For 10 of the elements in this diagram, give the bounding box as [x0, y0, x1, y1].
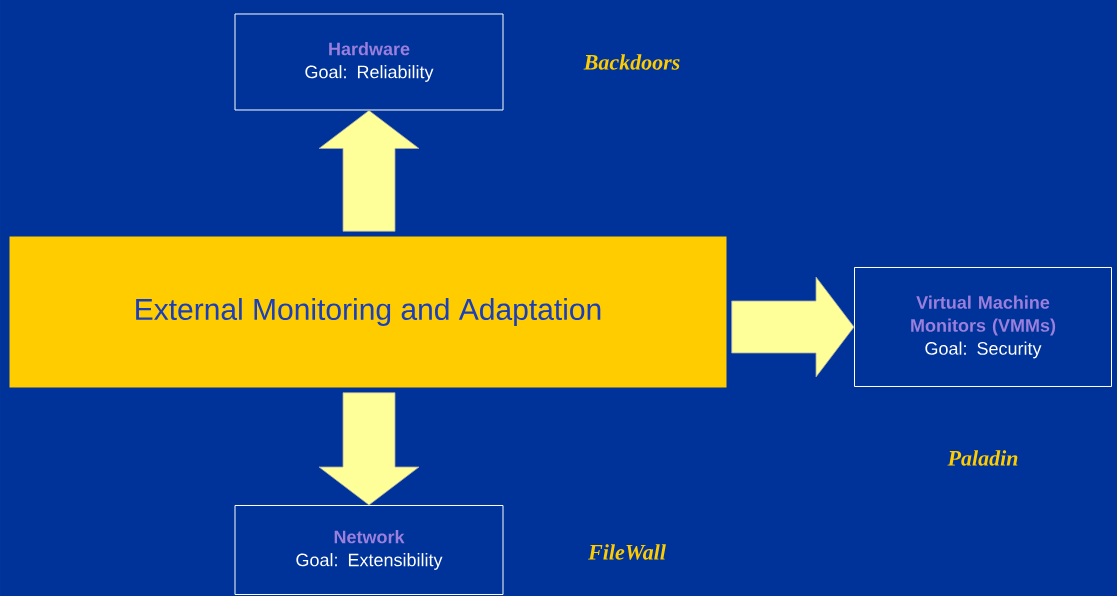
system-name: Paladin	[947, 450, 1018, 466]
category-box: Hardware Goal: Reliability	[234, 13, 504, 111]
block-arrow	[318, 392, 420, 506]
system-name: FileWall	[588, 544, 666, 560]
category-box: Virtual Machine Monitors (VMMs) Goal: Security	[854, 267, 1112, 387]
category-box: Network Goal: Extensibility	[234, 505, 504, 595]
block-arrow	[731, 276, 855, 378]
system-name: Backdoors	[583, 54, 680, 70]
block-arrow	[318, 110, 420, 232]
title-box: External Monitoring and Adaptation	[9, 236, 727, 388]
